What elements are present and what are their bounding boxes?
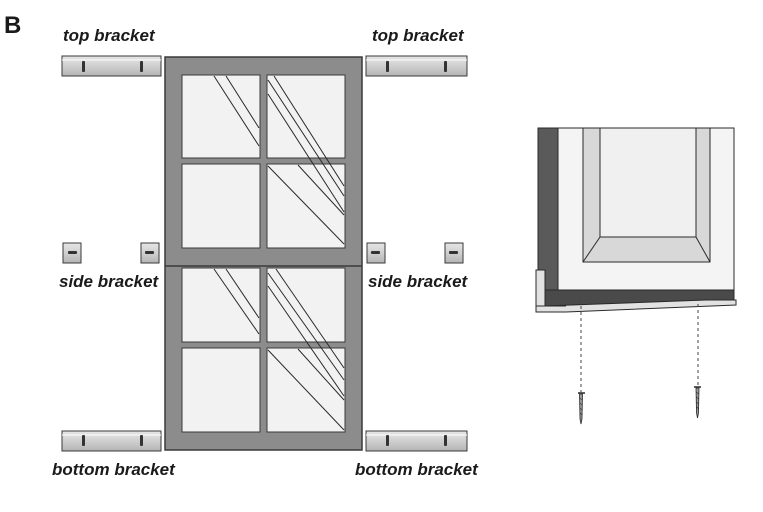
slot-icon (140, 61, 143, 72)
top-bracket-right (365, 55, 468, 77)
screw-icon (578, 392, 585, 425)
detail-bottom-bracket (535, 269, 737, 313)
installation-detail (535, 127, 737, 425)
slot-icon (145, 251, 154, 254)
slot-icon (444, 435, 447, 446)
figure-letter: B (4, 12, 22, 39)
window-frame (164, 56, 363, 451)
side-bracket-label-left: side bracket (59, 272, 159, 291)
top-bracket-label-left: top bracket (63, 26, 155, 45)
side-bracket-right (366, 242, 464, 264)
slot-icon (140, 435, 143, 446)
top-bracket-label-right: top bracket (372, 26, 464, 45)
slot-icon (386, 435, 389, 446)
slot-icon (386, 61, 389, 72)
slot-icon (444, 61, 447, 72)
bottom-bracket-right (365, 430, 468, 452)
glass-reflection-lower (213, 268, 345, 431)
top-bracket-left (61, 55, 162, 77)
upper-sash (181, 74, 346, 249)
bottom-bracket-left (61, 430, 162, 452)
glass-reflection-upper (213, 75, 345, 245)
bottom-bracket-label-right: bottom bracket (355, 460, 478, 479)
slot-icon (82, 61, 85, 72)
bottom-bracket-label-left: bottom bracket (52, 460, 175, 479)
side-bracket-left (62, 242, 160, 264)
slot-icon (449, 251, 458, 254)
slot-icon (68, 251, 77, 254)
side-bracket-label-right: side bracket (368, 272, 468, 291)
screw-icon (694, 386, 701, 419)
slot-icon (82, 435, 85, 446)
slot-icon (371, 251, 380, 254)
